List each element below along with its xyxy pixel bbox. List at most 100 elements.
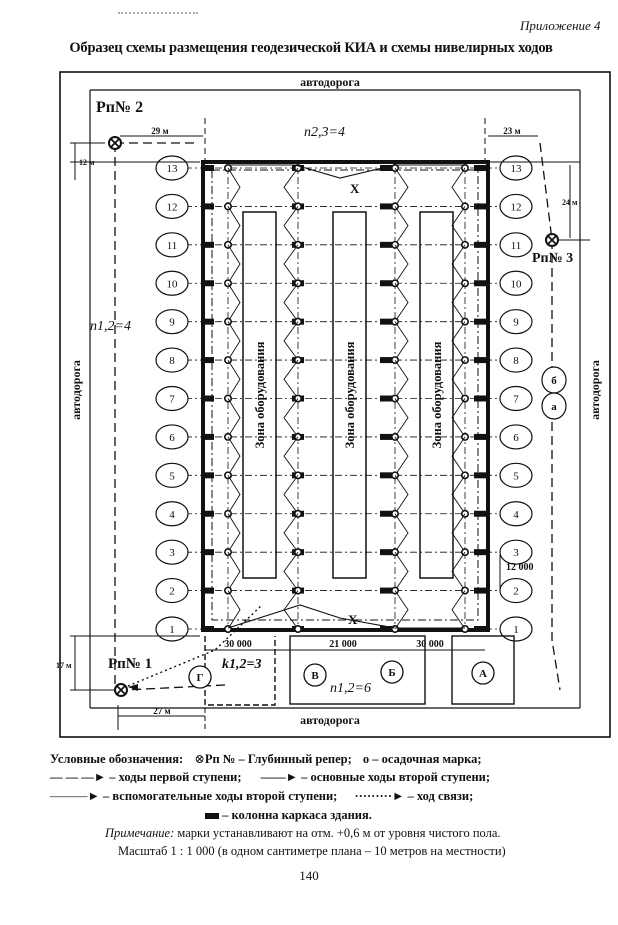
settlement-mark-9-3	[460, 317, 469, 326]
row-label-left-2: 2	[169, 586, 175, 598]
rp2-label: Рп№ 2	[96, 99, 143, 116]
traverse-11-0	[227, 244, 241, 284]
traverse-10-3	[451, 282, 466, 322]
row-circle-right-8	[499, 347, 533, 373]
row-label-left-8: 8	[169, 355, 175, 367]
settlement-mark-5-3	[460, 471, 469, 480]
settlement-mark-8-0	[224, 356, 233, 365]
legend-line-2: — — —► – ходы первой ступени; ——► – осно…	[50, 770, 610, 785]
row-circle-left-2	[155, 577, 189, 604]
row-label-right-3: 3	[513, 547, 519, 559]
legend-title: Условные обозначения:	[50, 752, 184, 766]
row-label-right-4: 4	[513, 509, 519, 521]
column-8-0	[202, 357, 214, 364]
row-circle-right-4	[499, 501, 533, 527]
legend-rp: Рп № – Глубинный репер;	[204, 752, 352, 766]
dim-12000: 12 000	[506, 562, 534, 573]
dim-30a: 30 000	[224, 639, 252, 650]
row-label-right-8: 8	[513, 355, 519, 367]
traverse-7-1	[283, 398, 299, 438]
row-label-right-6: 6	[513, 432, 519, 444]
legend-main-line-icon: ——►	[260, 770, 299, 784]
column-2-3	[474, 587, 486, 594]
column-3-0	[202, 549, 214, 556]
note-label: Примечание:	[105, 826, 175, 840]
column-5-3	[474, 472, 486, 479]
legend-aux2: – вспомогательные ходы второй ступени;	[103, 789, 338, 803]
column-1-2	[380, 626, 392, 632]
traverse-3-2	[394, 551, 409, 591]
row-label-left-13: 13	[167, 163, 179, 175]
road-top-label: автодорога	[300, 75, 360, 89]
settlement-mark-1-2	[390, 624, 399, 633]
rp3-label: Рп№ 3	[532, 251, 573, 266]
road-right-label: автодорога	[588, 360, 602, 420]
traverse-9-3	[451, 321, 466, 361]
row-label-right-7: 7	[513, 394, 519, 406]
traverse-8-0	[227, 359, 241, 399]
legend-column-icon	[205, 813, 219, 820]
traverse-2-0	[227, 590, 241, 630]
row-label-left-4: 4	[169, 509, 175, 521]
traverse-11-3	[451, 244, 466, 284]
rp1-label: Рп№ 1	[108, 656, 152, 672]
row-label-left-9: 9	[169, 317, 175, 329]
dim-29: 29 м	[151, 126, 168, 136]
road-bottom-label: автодорога	[300, 713, 360, 727]
traverse-6-2	[394, 436, 409, 476]
traverse-12-3	[451, 206, 466, 246]
scribble	[118, 12, 198, 22]
settlement-mark-6-2	[390, 432, 399, 441]
column-8-3	[474, 357, 486, 364]
row-label-left-3: 3	[169, 547, 175, 559]
row-circle-left-4	[155, 501, 189, 527]
column-13-3	[474, 165, 486, 171]
traverse-4-3	[451, 513, 466, 553]
traverse-11-1	[283, 244, 299, 284]
column-11-2	[380, 241, 392, 248]
section-a: А	[479, 668, 487, 680]
column-9-3	[474, 318, 486, 325]
traverse-2-3	[451, 590, 466, 630]
page-title: Образец схемы размещения геодезической К…	[69, 40, 553, 56]
column-4-2	[380, 510, 392, 517]
traverse-5-2	[394, 475, 409, 515]
row-circle-left-6	[155, 424, 189, 450]
legend-main2: – основные ходы второй ступени;	[301, 770, 491, 784]
traverse-13-2	[394, 167, 409, 207]
column-8-2	[380, 357, 392, 364]
row-circle-left-5	[155, 462, 189, 488]
settlement-mark-8-3	[460, 356, 469, 365]
row-circle-right-10	[499, 270, 533, 296]
zone-3	[419, 211, 454, 579]
traverse-10-2	[394, 282, 409, 322]
traverse-6-1	[283, 436, 299, 476]
legend-mark: – осадочная марка;	[372, 752, 482, 766]
column-2-2	[380, 587, 392, 594]
traverse-10-0	[227, 283, 241, 322]
legend-line-3: ———► – вспомогательные ходы второй ступе…	[50, 789, 610, 804]
dim-27: 27 м	[153, 706, 170, 716]
traverse-9-2	[394, 321, 409, 361]
row-label-right-13: 13	[511, 163, 523, 175]
column-11-3	[474, 241, 486, 248]
traverse-12-0	[227, 206, 241, 246]
traverse-12-1	[283, 206, 299, 246]
traverse-4-0	[227, 513, 241, 553]
legend-line-4: – колонна каркаса здания.	[205, 808, 618, 823]
row-circle-left-9	[155, 309, 189, 335]
row-label-left-7: 7	[169, 394, 175, 406]
dim-21: 21 000	[329, 639, 357, 650]
legend-mark-icon: o	[362, 752, 370, 766]
formula-n23: n2,3=4	[304, 125, 345, 140]
row-circle-left-1	[155, 616, 189, 642]
column-6-3	[474, 433, 486, 440]
dim-24: 24 м	[562, 198, 578, 207]
column-1-0	[202, 626, 214, 632]
column-4-0	[202, 510, 214, 517]
note-text: марки устанавливают на отм. +0,6 м от ур…	[174, 826, 501, 840]
column-12-0	[202, 203, 214, 210]
legend-first: – ходы первой ступени;	[109, 770, 242, 784]
road-left-label: автодорога	[69, 360, 83, 420]
